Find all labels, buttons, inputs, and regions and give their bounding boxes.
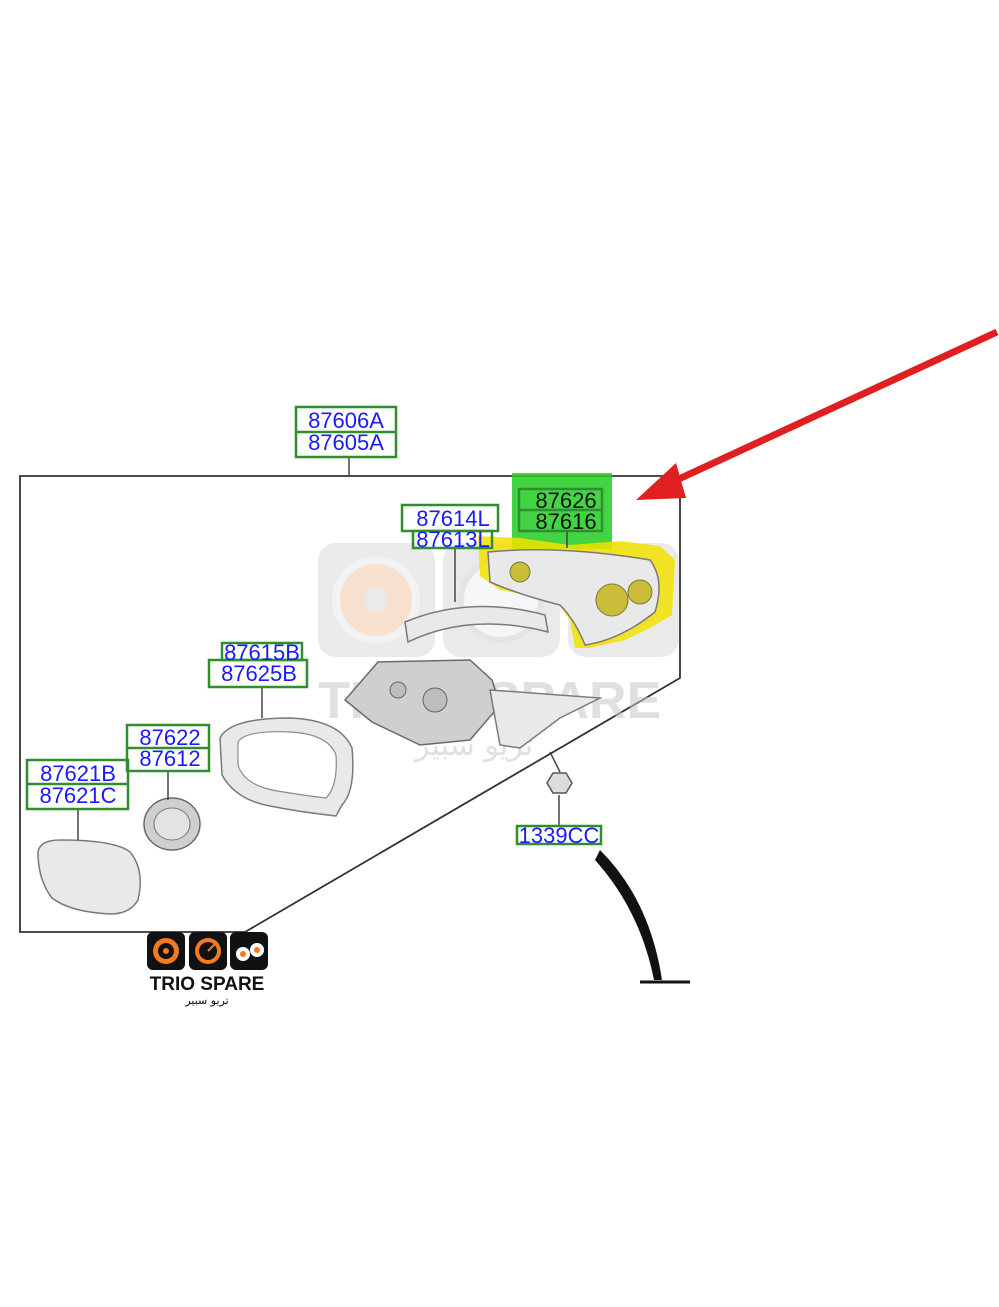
mirror-motor: [143, 797, 201, 851]
label-87621B[interactable]: 87621B: [40, 761, 116, 786]
brand-arabic: تريو سبير: [184, 994, 228, 1007]
label-group-holder: 87615B 87625B: [207, 640, 309, 689]
label-group-nut: 1339CC: [515, 823, 603, 848]
label-87612[interactable]: 87612: [139, 746, 200, 771]
label-87614L[interactable]: 87614L: [416, 506, 489, 531]
label-group-main: 87606A 87605A: [294, 405, 398, 459]
label-1339CC[interactable]: 1339CC: [519, 823, 600, 848]
mirror-holder-frame: [219, 717, 354, 817]
mirror-glass: [37, 839, 141, 915]
label-87626[interactable]: 87626: [535, 488, 596, 513]
label-87625B[interactable]: 87625B: [221, 661, 297, 686]
label-group-glass: 87621B 87621C: [25, 758, 130, 811]
label-group-lamp: 87614L 87613L: [400, 503, 500, 552]
turn-signal-lamp: [404, 605, 549, 644]
label-87616[interactable]: 87616: [535, 509, 596, 534]
label-87622[interactable]: 87622: [139, 725, 200, 750]
label-87605A[interactable]: 87605A: [308, 430, 384, 455]
label-87606A[interactable]: 87606A: [308, 408, 384, 433]
mirror-base-assembly: [343, 659, 603, 749]
black-curve-mark: [595, 850, 662, 980]
label-87621C[interactable]: 87621C: [39, 783, 116, 808]
label-group-cover: 87626 87616: [517, 487, 604, 534]
red-arrow: [636, 328, 999, 500]
label-group-motor: 87622 87612: [125, 723, 211, 773]
trio-spare-logo: TRIO SPARE تريو سبير: [147, 932, 268, 1007]
nut-part: [546, 772, 573, 794]
label-87613L[interactable]: 87613L: [416, 527, 489, 552]
brand-name: TRIO SPARE: [150, 974, 265, 995]
label-87615B[interactable]: 87615B: [224, 640, 300, 665]
